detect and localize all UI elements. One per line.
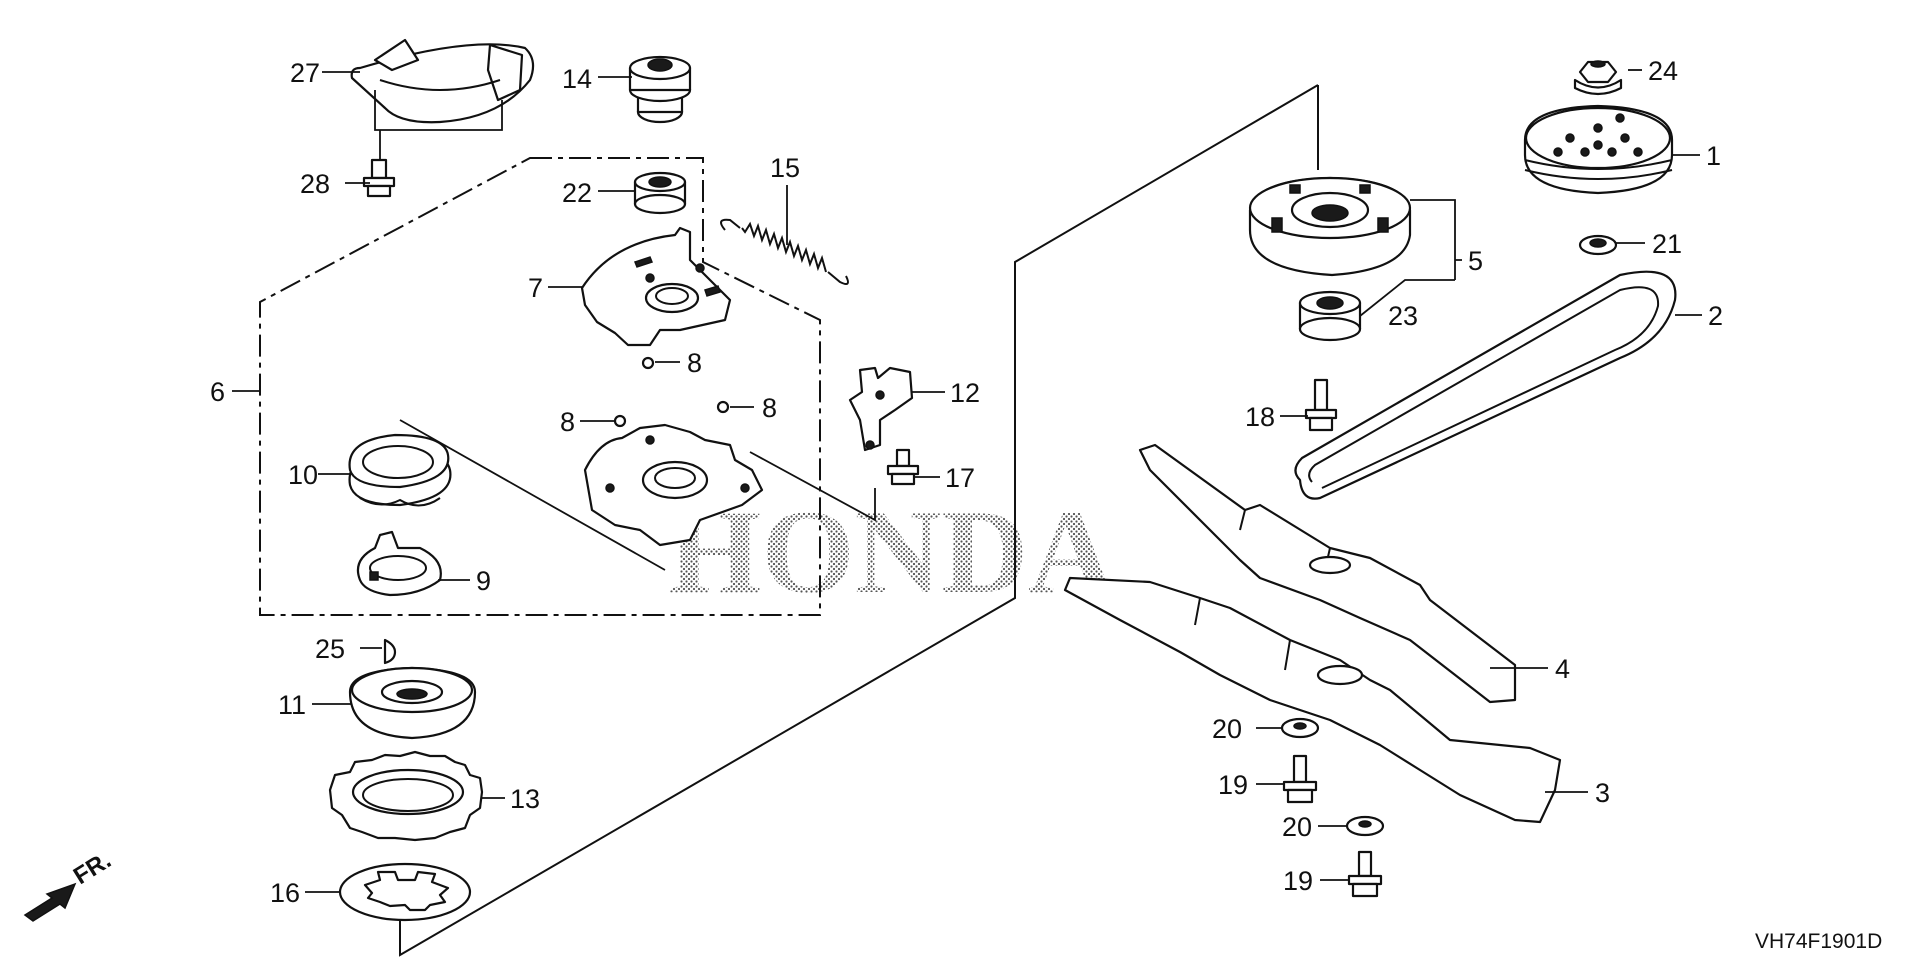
callout-5: 5 xyxy=(1468,246,1483,276)
callout-19b: 19 xyxy=(1283,866,1313,896)
callout-15: 15 xyxy=(770,153,800,183)
bearing-23 xyxy=(1298,290,1362,342)
callout-27: 27 xyxy=(290,58,320,88)
key-25 xyxy=(383,638,397,665)
belt-2 xyxy=(1294,270,1677,500)
blade-4 xyxy=(1138,443,1517,704)
bolt-17 xyxy=(886,448,920,486)
callout-13: 13 xyxy=(510,784,540,814)
bolt-19a xyxy=(1282,754,1318,804)
callout-8c: 8 xyxy=(762,393,777,423)
callout-22: 22 xyxy=(562,178,592,208)
callout-18: 18 xyxy=(1245,402,1275,432)
callout-4: 4 xyxy=(1555,654,1570,684)
bolt-18 xyxy=(1304,378,1338,432)
assembly-6-outline xyxy=(259,157,821,616)
washer-21 xyxy=(1578,234,1618,256)
callout-23: 23 xyxy=(1388,301,1418,331)
washer-20a xyxy=(1280,717,1320,739)
callout-6: 6 xyxy=(210,377,225,407)
front-direction-arrow: FR. xyxy=(23,847,116,922)
callout-1: 1 xyxy=(1706,141,1721,171)
callout-11: 11 xyxy=(278,690,306,720)
pulley-1 xyxy=(1523,104,1674,195)
spring-15 xyxy=(720,218,849,285)
callout-3: 3 xyxy=(1595,778,1610,808)
ball-8c xyxy=(716,400,730,414)
callout-28: 28 xyxy=(300,169,330,199)
spring-washer-10 xyxy=(348,433,452,507)
nut-24 xyxy=(1573,60,1623,96)
washer-20b xyxy=(1345,815,1385,837)
callout-8a: 8 xyxy=(687,348,702,378)
diagram-code: VH74F1901D xyxy=(1755,930,1882,953)
bracket-12 xyxy=(848,366,914,452)
callout-19a: 19 xyxy=(1218,770,1248,800)
callout-24: 24 xyxy=(1648,56,1678,86)
assembly-6-guide xyxy=(399,419,876,571)
bolt-19b xyxy=(1347,850,1383,898)
callout-8b: 8 xyxy=(560,407,575,437)
blade-group-frame xyxy=(399,84,1319,957)
honda-watermark: HONDA xyxy=(668,485,1115,618)
pulley-14 xyxy=(628,55,692,124)
callout-10: 10 xyxy=(288,460,318,490)
bolt-28 xyxy=(362,158,396,198)
callout-17: 17 xyxy=(945,463,975,493)
adapter-13 xyxy=(328,750,484,842)
callout-12: 12 xyxy=(950,378,980,408)
callout-20a: 20 xyxy=(1212,714,1242,744)
callout-9: 9 xyxy=(476,566,491,596)
callout-21: 21 xyxy=(1652,229,1682,259)
callout-20b: 20 xyxy=(1282,812,1312,842)
callout-7: 7 xyxy=(528,273,543,303)
ball-8b xyxy=(613,414,627,428)
lock-washer-16 xyxy=(338,862,472,922)
ball-8a xyxy=(641,356,655,370)
clip-9 xyxy=(356,530,442,597)
leader-lines xyxy=(232,69,1702,893)
plate-6 xyxy=(583,423,764,547)
callout-25: 25 xyxy=(315,634,345,664)
cup-11 xyxy=(348,666,477,740)
plate-7 xyxy=(580,226,732,347)
callout-14: 14 xyxy=(562,64,592,94)
hub-5 xyxy=(1248,176,1412,277)
callout-labels: 27 28 14 22 15 7 8 8 8 6 10 9 12 17 25 1… xyxy=(210,56,1723,908)
callout-16: 16 xyxy=(270,878,300,908)
bracket-27 xyxy=(350,38,535,124)
bearing-22 xyxy=(633,171,687,215)
callout-2: 2 xyxy=(1708,301,1723,331)
blade-3 xyxy=(1063,576,1562,824)
